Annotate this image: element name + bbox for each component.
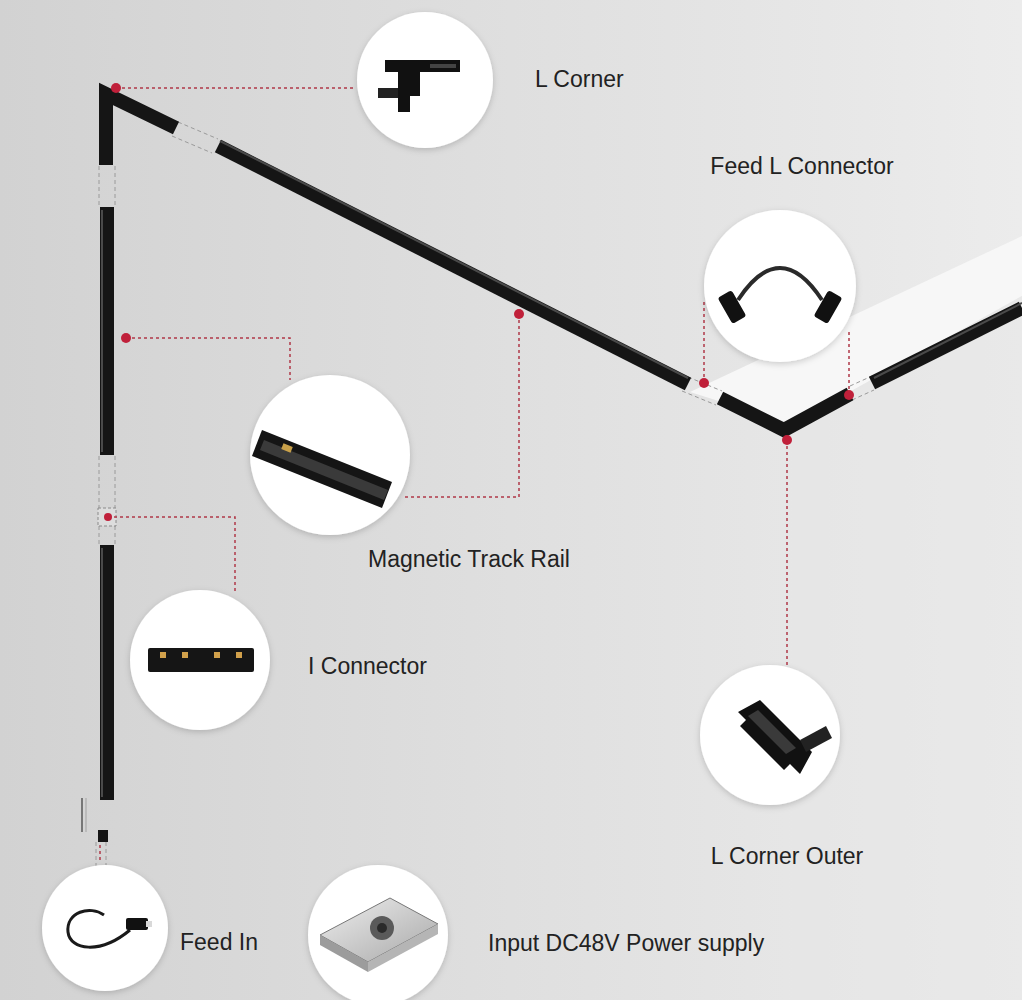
feed-in-end — [82, 798, 108, 842]
i-connector-icon-part — [182, 652, 188, 658]
l-corner-icon-part — [430, 64, 456, 68]
power-supply-icon — [320, 898, 438, 972]
callout-circles-part — [250, 375, 410, 535]
leader-dots-part — [782, 435, 792, 445]
i-connector-icon-part — [236, 652, 242, 658]
track-rail-icon — [252, 430, 392, 508]
track-rail-icon-part — [281, 443, 293, 452]
callout-circles-part — [700, 665, 840, 805]
track-rails — [106, 94, 1022, 800]
gap-marks-part — [178, 122, 218, 139]
power-supply-icon-part — [370, 916, 394, 940]
leader-lines-part — [405, 314, 519, 497]
feed-in-end-part — [85, 798, 87, 832]
gap-marks-part — [852, 390, 874, 400]
track-rail-icon-part — [260, 440, 388, 500]
part-label: Input DC48V Power supply — [488, 930, 764, 958]
rail-highlight-part — [874, 303, 1022, 378]
leader-lines-part — [116, 87, 356, 89]
leader-lines-part — [703, 300, 705, 383]
rail-highlight-part — [101, 548, 103, 797]
feed-in-icon-part — [126, 918, 148, 930]
feed-in-end-part — [98, 830, 108, 842]
feed-l-connector-icon-part — [814, 290, 843, 324]
track-rail-icon-part — [252, 430, 392, 508]
gap-marks-part — [115, 166, 116, 206]
leader-dots-part — [699, 378, 709, 388]
callout-circles-part — [357, 12, 493, 148]
leader-lines-part — [786, 440, 788, 665]
l-corner-outer-icon-part — [800, 726, 832, 752]
track-rails-part — [106, 94, 176, 165]
gap-marks-part — [99, 166, 100, 206]
feed-in-end-part — [81, 798, 83, 832]
feed-in-icon-part — [146, 921, 152, 927]
i-connector-joint — [98, 508, 116, 526]
gap-marks-part — [682, 391, 716, 405]
gap-marks-part — [172, 136, 212, 153]
power-supply-icon-part — [377, 923, 387, 933]
feed-l-connector-icon — [718, 268, 843, 324]
i-connector-joint-part — [98, 508, 116, 526]
gap-marks — [96, 122, 874, 870]
part-label: L Corner — [535, 66, 624, 94]
gap-marks-part — [688, 377, 722, 391]
leader-dots-part — [104, 513, 112, 521]
leader-dots-part — [111, 83, 121, 93]
feed-l-connector-icon-part — [738, 268, 822, 300]
track-rails-part — [100, 545, 114, 800]
power-supply-icon-part — [320, 935, 368, 972]
leader-lines — [100, 88, 849, 862]
part-label: Feed L Connector — [710, 153, 893, 181]
gap-marks-part — [99, 456, 100, 544]
track-rails-part — [720, 394, 850, 430]
i-connector-icon-part — [148, 648, 254, 672]
rail-highlight — [102, 141, 1022, 797]
leader-dots-part — [121, 333, 131, 343]
track-rails-part — [872, 308, 1022, 383]
rail-highlight-part — [101, 210, 103, 452]
callout-circles-part — [130, 590, 270, 730]
i-connector-icon-part — [160, 652, 166, 658]
leader-dots-part — [514, 309, 524, 319]
leader-lines-part — [99, 845, 101, 862]
feed-in-icon — [68, 910, 152, 947]
part-label: I Connector — [308, 653, 427, 681]
callout-circles-part — [704, 210, 856, 362]
callout-circles-part — [308, 865, 448, 1000]
l-corner-icon — [378, 60, 460, 112]
leader-lines-part — [848, 330, 850, 395]
part-label: L Corner Outer — [711, 843, 864, 871]
leader-lines-part — [126, 338, 290, 380]
feed-in-icon-part — [68, 910, 130, 947]
gap-marks-part — [850, 376, 872, 386]
l-corner-icon-part — [378, 88, 398, 98]
track-rails-part — [100, 207, 114, 455]
leader-dots-part — [844, 390, 854, 400]
i-connector-icon-part — [214, 652, 220, 658]
feed-l-connector-icon-part — [718, 290, 747, 324]
i-connector-icon — [148, 648, 254, 672]
l-corner-outer-icon-part — [748, 710, 796, 754]
leader-lines-part — [108, 517, 235, 592]
gap-marks-part — [115, 456, 116, 544]
l-corner-outer-icon — [738, 700, 832, 774]
l-corner-outer-icon-part — [738, 700, 812, 774]
part-label: Feed In — [180, 929, 258, 957]
track-rails-part — [218, 146, 688, 384]
part-label: Magnetic Track Rail — [368, 546, 570, 574]
callout-circles-part — [42, 865, 168, 991]
power-supply-icon-part — [368, 924, 438, 972]
l-corner-icon-part — [385, 60, 460, 112]
